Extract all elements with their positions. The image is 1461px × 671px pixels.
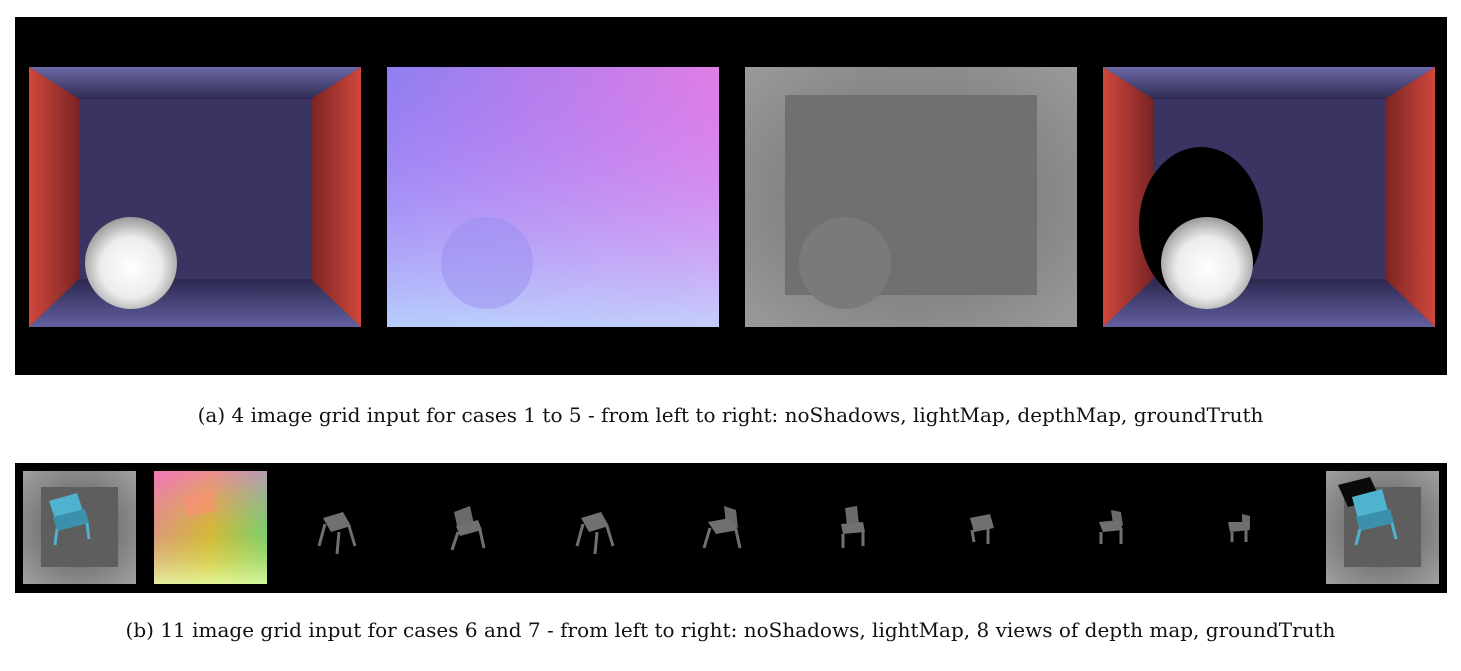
- chair-icon: [49, 493, 91, 546]
- panel-groundtruth: [1103, 67, 1435, 327]
- image-strip-b: [15, 463, 1447, 593]
- chair-icon: [575, 512, 615, 555]
- caption-b-text: 11 image grid input for cases 6 and 7 - …: [160, 618, 1336, 642]
- panel-b-lightmap: [154, 471, 267, 584]
- depth-view-4: [702, 506, 742, 549]
- chair-icon: [702, 506, 742, 549]
- caption-a-tag: (a): [197, 403, 226, 427]
- panel-b-noshadows: [23, 471, 136, 584]
- depth-view-1: [317, 512, 357, 555]
- depth-view-7: [1099, 510, 1123, 544]
- image-strip-a: [15, 17, 1447, 375]
- caption-a-text: 4 image grid input for cases 1 to 5 - fr…: [231, 403, 1264, 427]
- panel-lightmap: [387, 67, 719, 327]
- sphere: [1161, 217, 1253, 309]
- depth-view-6: [970, 514, 994, 544]
- chair-icon: [450, 506, 486, 551]
- chair-icon: [970, 514, 994, 544]
- panel-noshadows: [29, 67, 361, 327]
- depth-view-3: [575, 512, 615, 555]
- depth-view-2: [450, 506, 486, 551]
- caption-b: (b) 11 image grid input for cases 6 and …: [0, 618, 1461, 642]
- strip-b-canvas: [23, 471, 1439, 584]
- caption-a: (a) 4 image grid input for cases 1 to 5 …: [0, 403, 1461, 427]
- chair-icon: [841, 506, 865, 548]
- panel-depthmap: [745, 67, 1077, 327]
- chair-icon: [1228, 514, 1250, 542]
- chair-icon: [317, 512, 357, 555]
- strip-a-canvas: [29, 67, 1435, 327]
- depth-view-8: [1228, 514, 1250, 542]
- sphere: [85, 217, 177, 309]
- chair-icon: [1352, 489, 1398, 546]
- chair-icon: [1099, 510, 1123, 544]
- caption-b-tag: (b): [125, 618, 154, 642]
- depth-view-5: [841, 506, 865, 548]
- panel-b-groundtruth: [1326, 471, 1439, 584]
